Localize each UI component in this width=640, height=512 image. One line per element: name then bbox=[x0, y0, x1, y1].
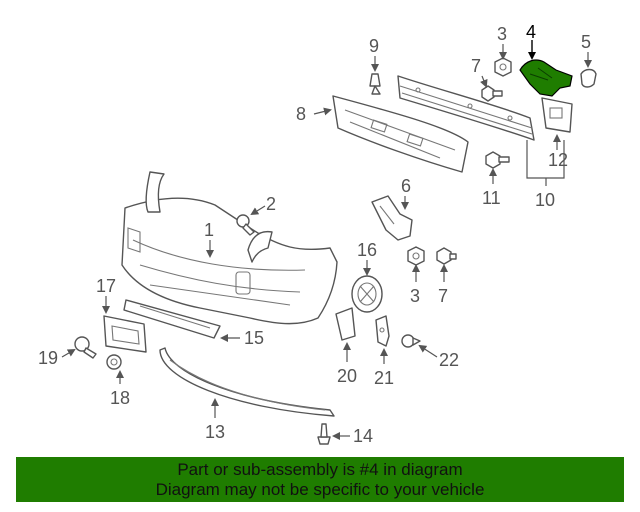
callout-5: 5 bbox=[581, 32, 591, 52]
part-11-bolt bbox=[485, 151, 510, 169]
banner-line-disclaimer: Diagram may not be specific to your vehi… bbox=[155, 480, 485, 499]
part-info-banner: Part or sub-assembly is #4 in diagram Di… bbox=[16, 457, 624, 502]
callout-20: 20 bbox=[337, 366, 357, 386]
part-18-screw bbox=[106, 354, 122, 370]
part-8-absorber bbox=[332, 95, 469, 173]
callout-15: 15 bbox=[244, 328, 264, 348]
callout-8: 8 bbox=[296, 104, 306, 124]
part-3-nut bbox=[494, 57, 512, 77]
callout-2: 2 bbox=[266, 194, 276, 214]
part-5-clip bbox=[580, 68, 597, 88]
callout-12: 12 bbox=[548, 150, 568, 170]
callout-9: 9 bbox=[369, 36, 379, 56]
callout-11: 11 bbox=[482, 188, 501, 208]
part-4-bracket-highlighted bbox=[519, 59, 573, 97]
callout-17: 17 bbox=[96, 276, 116, 296]
callout-6: 6 bbox=[401, 176, 411, 196]
part-1-bumper-cover bbox=[121, 171, 338, 325]
part-12-mount-plate bbox=[541, 97, 573, 133]
part-15-lower-strip bbox=[123, 299, 221, 339]
callout-13: 13 bbox=[205, 422, 225, 442]
part-2-screw bbox=[236, 214, 255, 236]
part-9-push-pin bbox=[369, 73, 381, 95]
part-7-bolt-lower bbox=[436, 247, 457, 265]
banner-line-part: Part or sub-assembly is #4 in diagram bbox=[177, 460, 463, 479]
part-6-bracket bbox=[371, 195, 413, 241]
callout-21: 21 bbox=[374, 368, 394, 388]
part-7-bolt bbox=[481, 85, 503, 102]
part-10-impact-bar bbox=[397, 75, 535, 141]
callout-3-bottom: 3 bbox=[410, 286, 420, 306]
callout-3-top: 3 bbox=[497, 24, 507, 44]
part-17-license-bracket bbox=[103, 315, 147, 353]
part-22-push-pin bbox=[401, 334, 421, 348]
part-13-lower-valance bbox=[159, 347, 335, 417]
callout-7-bottom: 7 bbox=[438, 286, 448, 306]
callout-18: 18 bbox=[110, 388, 130, 408]
part-14-push-clip bbox=[317, 423, 331, 445]
leader-lines bbox=[61, 40, 592, 440]
callout-1: 1 bbox=[204, 220, 214, 240]
part-3-nut-lower bbox=[407, 246, 425, 266]
part-16-bezel bbox=[351, 275, 383, 313]
callout-4: 4 bbox=[526, 22, 536, 42]
callout-19: 19 bbox=[38, 348, 58, 368]
callout-10: 10 bbox=[535, 190, 555, 210]
callout-22: 22 bbox=[439, 350, 459, 370]
callout-7-top: 7 bbox=[471, 56, 481, 76]
part-20-cover bbox=[335, 307, 356, 341]
part-19-screw bbox=[74, 336, 97, 359]
callout-14: 14 bbox=[353, 426, 373, 446]
part-21-bracket bbox=[375, 315, 390, 347]
callout-16: 16 bbox=[357, 240, 377, 260]
parts-diagram: 1 2 3 3 4 5 6 7 7 8 9 10 11 12 13 14 15 … bbox=[38, 22, 597, 446]
